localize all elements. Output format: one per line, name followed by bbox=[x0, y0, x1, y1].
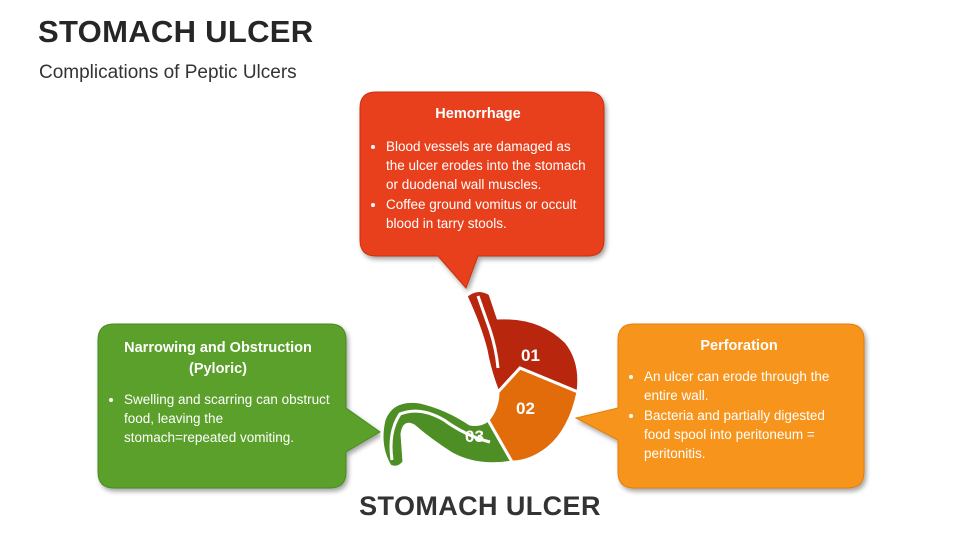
callout-perforation-list: An ulcer can erode through the entire wa… bbox=[626, 367, 852, 463]
footer-label: STOMACH ULCER bbox=[359, 491, 601, 521]
callout-hemorrhage: Hemorrhage Blood vessels are damaged as … bbox=[360, 96, 602, 234]
stomach-inner-line-01 bbox=[476, 295, 500, 369]
page-title: STOMACH ULCER bbox=[38, 14, 314, 49]
segment-label-01: 01 bbox=[521, 346, 540, 365]
list-item: Swelling and scarring can obstruct food,… bbox=[124, 390, 330, 447]
callout-hemorrhage-shape bbox=[359, 91, 605, 289]
segment-label-03: 03 bbox=[465, 427, 484, 446]
callout-narrowing: Narrowing and Obstruction (Pyloric) Swel… bbox=[98, 326, 344, 448]
list-item: An ulcer can erode through the entire wa… bbox=[644, 367, 852, 405]
stomach-segment-03 bbox=[380, 399, 515, 469]
callout-perforation: Perforation An ulcer can erode through t… bbox=[618, 326, 864, 464]
callout-perforation-title: Perforation bbox=[700, 338, 778, 354]
list-item: Blood vessels are damaged as the ulcer e… bbox=[386, 137, 588, 194]
list-item: Bacteria and partially digested food spo… bbox=[644, 406, 852, 463]
callout-narrowing-shape bbox=[97, 323, 381, 489]
callout-perforation-shape bbox=[574, 323, 865, 489]
stomach-inner-line-03 bbox=[389, 409, 491, 461]
stomach-segment-01 bbox=[464, 289, 581, 395]
callout-narrowing-list: Swelling and scarring can obstruct food,… bbox=[106, 390, 330, 447]
list-item: Coffee ground vomitus or occult blood in… bbox=[386, 195, 588, 233]
callout-narrowing-title: Narrowing and Obstruction (Pyloric) bbox=[124, 340, 312, 377]
stomach-segment-02 bbox=[486, 366, 580, 464]
callout-hemorrhage-title: Hemorrhage bbox=[435, 106, 521, 122]
stomach-graphic bbox=[380, 289, 581, 469]
page-subtitle: Complications of Peptic Ulcers bbox=[39, 62, 297, 83]
segment-label-02: 02 bbox=[516, 399, 535, 418]
callout-hemorrhage-list: Blood vessels are damaged as the ulcer e… bbox=[368, 137, 588, 233]
